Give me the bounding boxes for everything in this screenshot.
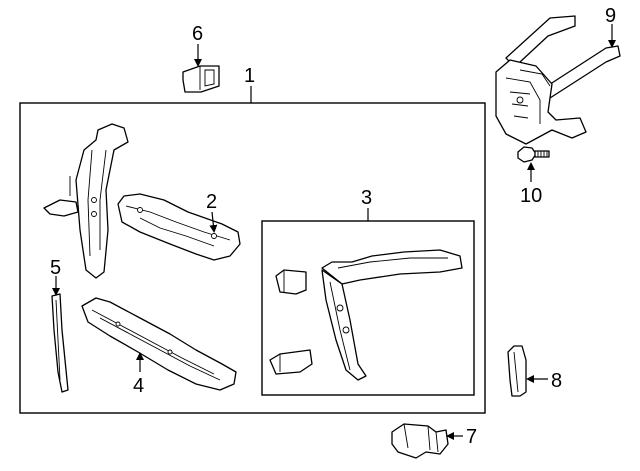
- side-support-member: [43, 123, 129, 279]
- leader-2: [209, 211, 218, 233]
- callout-9: 9: [605, 5, 616, 27]
- part-2-upper-bracket: [117, 193, 241, 261]
- callout-2: 2: [206, 191, 217, 213]
- part-6-clip: [182, 65, 220, 93]
- callout-8: 8: [551, 370, 562, 392]
- callout-6: 6: [192, 23, 203, 45]
- callout-1: 1: [244, 65, 255, 87]
- callout-5: 5: [50, 257, 61, 279]
- part-7-connector: [391, 423, 449, 459]
- part-3-subassembly: [269, 249, 463, 381]
- callout-4: 4: [133, 375, 144, 397]
- part-5-rod: [51, 293, 69, 393]
- part-9-bracket: [495, 15, 621, 145]
- part-4-lower-member: [81, 297, 237, 391]
- callout-7: 7: [466, 426, 477, 448]
- part-8-seal: [507, 345, 527, 397]
- part-10-bolt: [517, 146, 550, 163]
- callout-10: 10: [520, 185, 542, 207]
- assembly-frame: [19, 102, 486, 414]
- callout-3: 3: [361, 187, 372, 209]
